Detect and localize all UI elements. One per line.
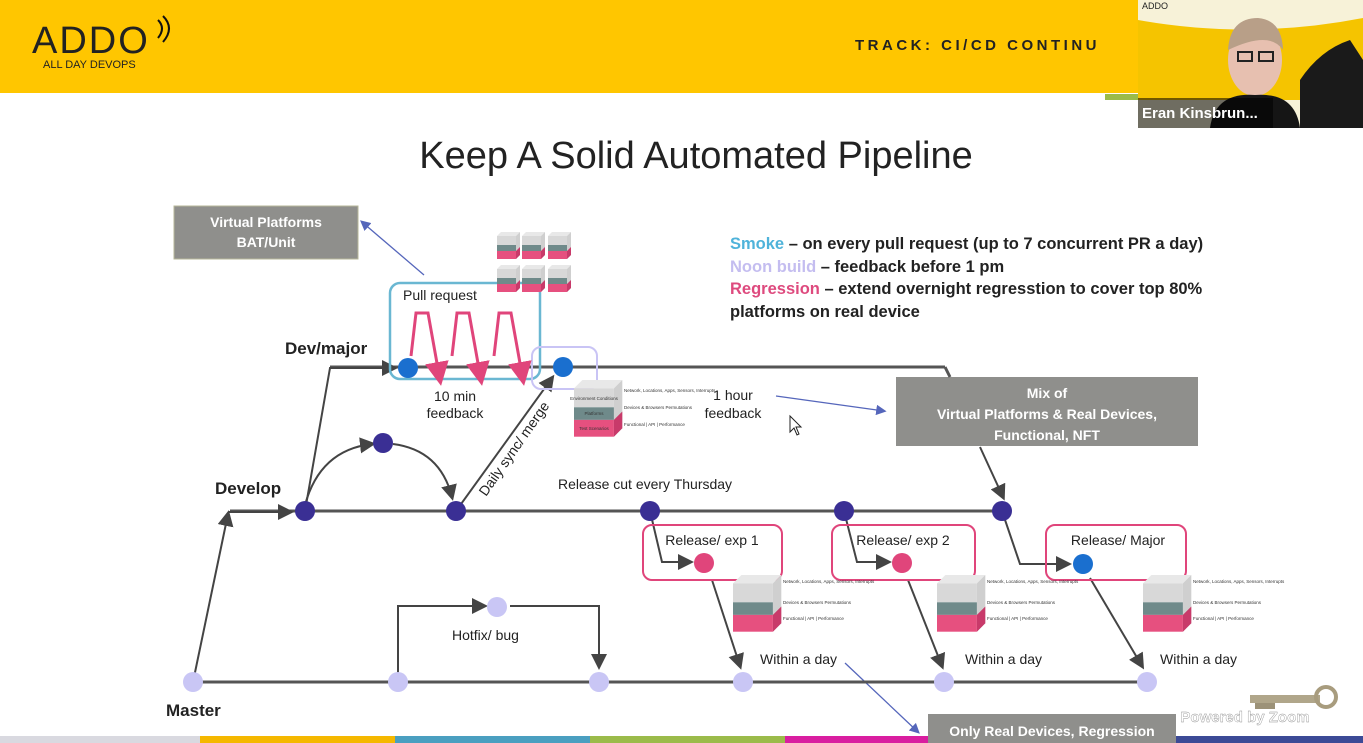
release-exp2: Release/ exp 2 — [831, 524, 976, 581]
daily-sync-label: Daily sync/ merge — [475, 398, 552, 498]
release-cut-label: Release cut every Thursday — [558, 476, 732, 492]
participant-video-tile[interactable]: ADDO Eran Kinsbrun... — [1138, 0, 1363, 128]
svg-text:Smoke – on every pull request: Smoke – on every pull request (up to 7 c… — [730, 235, 1203, 253]
svg-text:Functional | API | Performance: Functional | API | Performance — [783, 616, 844, 621]
dev-nodes — [398, 357, 1093, 574]
footer-strip — [0, 736, 1363, 743]
within-day-label: Within a day — [965, 651, 1042, 667]
svg-text:Devices & Browsers Permutation: Devices & Browsers Permutations — [783, 600, 852, 605]
track-label: TRACK: CI/CD CONTINU — [855, 37, 1100, 54]
svg-text:Release/ Major: Release/ Major — [1071, 532, 1165, 548]
test-matrix-cube: Network, Locations, Apps, Sensors, Inter… — [733, 575, 875, 632]
ten-min-label: 10 min — [434, 388, 476, 404]
svg-text:Noon build – feedback before 1: Noon build – feedback before 1 pm — [730, 258, 1004, 276]
svg-text:Mix of: Mix of — [1027, 385, 1068, 401]
svg-text:Network, Locations, Apps, Sens: Network, Locations, Apps, Sensors, Inter… — [624, 388, 716, 393]
svg-text:Functional, NFT: Functional, NFT — [994, 427, 1100, 443]
feedback-label: feedback — [705, 405, 763, 421]
accent-bar — [1105, 94, 1140, 100]
addo-logo: ADDO — [32, 20, 150, 62]
svg-text:platforms on real device: platforms on real device — [730, 303, 920, 321]
svg-text:Network, Locations, Apps, Sens: Network, Locations, Apps, Sensors, Inter… — [1193, 579, 1285, 584]
header-bar — [0, 0, 1363, 93]
svg-text:Regression – extend overnight: Regression – extend overnight regresstio… — [730, 280, 1203, 298]
release-exp1: Release/ exp 1 — [642, 524, 783, 581]
branch-dev-major: Dev/major — [285, 339, 368, 358]
pull-request-box — [388, 281, 542, 381]
svg-text:Release/ exp 1: Release/ exp 1 — [665, 532, 759, 548]
svg-text:Functional | API | Performance: Functional | API | Performance — [987, 616, 1048, 621]
svg-text:Virtual Platforms & Real Devic: Virtual Platforms & Real Devices, — [937, 406, 1157, 422]
within-day-label: Within a day — [1160, 651, 1237, 667]
hotfix-label: Hotfix/ bug — [452, 627, 519, 643]
test-matrix-cube: Network, Locations, Apps, Sensors, Inter… — [1143, 575, 1285, 632]
one-hour-label: 1 hour — [713, 387, 753, 403]
svg-text:Network, Locations, Apps, Sens: Network, Locations, Apps, Sensors, Inter… — [987, 579, 1079, 584]
legend-term: Regression — [730, 280, 820, 298]
svg-text:Test Scenarios: Test Scenarios — [579, 426, 609, 431]
svg-text:BAT/Unit: BAT/Unit — [237, 234, 296, 250]
virtual-platforms-box: Virtual Platforms BAT/Unit — [173, 205, 359, 260]
svg-text:Functional | API | Performance: Functional | API | Performance — [1193, 616, 1254, 621]
svg-text:Functional | API | Performance: Functional | API | Performance — [624, 422, 685, 427]
develop-nodes — [295, 433, 1012, 521]
mix-box: Mix of Virtual Platforms & Real Devices,… — [896, 377, 1198, 446]
noon-build-box — [531, 346, 598, 390]
svg-text:Devices & Browsers Permutation: Devices & Browsers Permutations — [624, 405, 693, 410]
svg-text:Devices & Browsers Permutation: Devices & Browsers Permutations — [987, 600, 1056, 605]
test-matrix-cube: Network, Locations, Apps, Sensors, Inter… — [937, 575, 1079, 632]
concurrent-pr-cubes — [497, 232, 571, 292]
slide-title: Keep A Solid Automated Pipeline — [419, 135, 973, 177]
tile-logo: ADDO — [1142, 1, 1168, 11]
svg-text:Platforms: Platforms — [584, 411, 604, 416]
svg-text:Only Real Devices, Regression: Only Real Devices, Regression — [949, 723, 1154, 739]
participant-name: Eran Kinsbrun... — [1142, 105, 1258, 122]
signal-icon — [157, 15, 170, 43]
key-icon — [1250, 685, 1338, 709]
feedback-label: feedback — [427, 405, 485, 421]
test-matrix-cube: Environment Conditions Platforms Test Sc… — [570, 380, 716, 437]
svg-text:Network, Locations, Apps, Sens: Network, Locations, Apps, Sensors, Inter… — [783, 579, 875, 584]
legend: Smoke – on every pull request (up to 7 c… — [730, 235, 1203, 321]
smoke-cycles — [409, 311, 532, 386]
mouse-cursor-icon — [789, 414, 803, 436]
svg-text:Devices & Browsers Permutation: Devices & Browsers Permutations — [1193, 600, 1262, 605]
logo-tagline: ALL DAY DEVOPS — [43, 59, 136, 71]
master-nodes — [183, 597, 1157, 692]
legend-term: Smoke — [730, 235, 784, 253]
branch-master: Master — [166, 701, 221, 720]
svg-text:Environment Conditions: Environment Conditions — [570, 396, 619, 401]
zoom-watermark: Powered by Zoom — [1180, 709, 1309, 726]
real-devices-box: Only Real Devices, Regression — [928, 714, 1176, 743]
legend-term: Noon build — [730, 258, 816, 276]
release-nodes — [694, 553, 912, 573]
branch-develop: Develop — [215, 479, 281, 498]
within-day-label: Within a day — [760, 651, 837, 667]
pull-request-label: Pull request — [403, 287, 477, 303]
release-major: Release/ Major — [1045, 524, 1187, 581]
svg-text:Release/ exp 2: Release/ exp 2 — [856, 532, 950, 548]
svg-text:Virtual Platforms: Virtual Platforms — [210, 214, 322, 230]
